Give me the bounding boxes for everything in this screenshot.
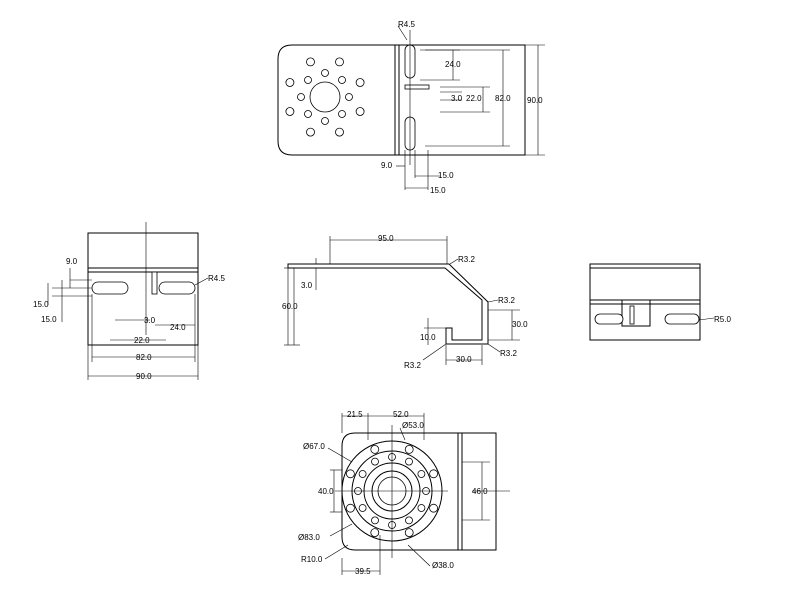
mounting-holes	[285, 57, 365, 137]
mounting-hole	[429, 469, 439, 479]
front-right-slot	[158, 281, 196, 295]
dim-top-3: 3.0	[451, 94, 463, 103]
dim-section-r32d: R3.2	[500, 349, 517, 358]
center-hole	[309, 81, 341, 113]
dim-front-90: 90.0	[136, 372, 152, 381]
mounting-hole	[370, 444, 380, 454]
dim-front-15b: 15.0	[41, 315, 57, 324]
side-right-slot	[664, 313, 700, 325]
bottom-view-outline	[341, 432, 497, 551]
top-view: R4.5 24.0 3.0 22.0 82.0 90.0 9.0 15.0 15…	[277, 20, 545, 195]
mounting-hole	[304, 76, 312, 84]
mounting-hole	[345, 93, 353, 101]
front-left-slot	[91, 281, 129, 295]
mounting-hole	[358, 470, 367, 478]
dim-front-9: 9.0	[66, 257, 78, 266]
dim-bottom-52: 52.0	[393, 410, 409, 419]
dim-top-r45: R4.5	[398, 20, 415, 29]
dim-top-24: 24.0	[445, 60, 461, 69]
mounting-hole	[285, 107, 295, 116]
mounting-hole	[345, 469, 355, 479]
mounting-hole	[335, 57, 344, 67]
mounting-hole	[355, 78, 365, 87]
mounting-hole	[405, 516, 413, 525]
dim-side-r5: R5.0	[714, 315, 731, 324]
dim-section-10: 10.0	[420, 333, 436, 342]
dim-top-90: 90.0	[527, 96, 543, 105]
dim-top-15b: 15.0	[430, 186, 446, 195]
dim-bottom-d38: Ø38.0	[432, 561, 454, 570]
side-view-outline	[589, 263, 701, 341]
dim-section-30b: 30.0	[456, 355, 472, 364]
dim-section-30a: 30.0	[512, 320, 528, 329]
dim-section-3: 3.0	[301, 281, 313, 290]
dim-bottom-d53: Ø53.0	[402, 421, 424, 430]
dim-front-15a: 15.0	[33, 300, 49, 309]
mounting-hole	[338, 76, 346, 84]
dim-front-24: 24.0	[170, 323, 186, 332]
dim-section-r32c: R3.2	[404, 361, 421, 370]
mounting-hole	[297, 93, 305, 101]
dim-top-22: 22.0	[466, 94, 482, 103]
mounting-hole	[404, 444, 414, 454]
mounting-hole	[306, 127, 315, 137]
mounting-hole	[405, 457, 413, 466]
center-slot	[404, 84, 430, 90]
dim-bottom-46: 46.0	[472, 487, 488, 496]
mounting-hole	[338, 110, 346, 118]
dim-bottom-40: 40.0	[318, 487, 334, 496]
front-view-outline	[87, 232, 199, 346]
mounting-hole	[417, 504, 426, 512]
dim-bottom-d67: Ø67.0	[303, 442, 325, 451]
front-center-slot	[151, 271, 158, 295]
top-view-outline	[277, 44, 526, 156]
mounting-hole	[417, 470, 426, 478]
dim-front-r45: R4.5	[208, 274, 225, 283]
mounting-hole	[304, 110, 312, 118]
front-view: 9.0 R4.5 15.0 15.0 3.0 24.0 22.0 82.0 90…	[33, 222, 225, 381]
mounting-hole	[345, 503, 355, 513]
mounting-hole	[285, 78, 295, 87]
dim-section-95: 95.0	[378, 234, 394, 243]
mounting-hole	[429, 503, 439, 513]
mounting-hole	[321, 69, 329, 77]
bottom-view: 21.5 52.0 Ø53.0 Ø67.0 40.0 46.0 Ø83.0 R1…	[298, 410, 510, 576]
mounting-hole	[306, 57, 315, 67]
dim-section-60: 60.0	[282, 302, 298, 311]
side-center-slot	[629, 305, 635, 325]
bottom-mounting-holes	[345, 444, 439, 537]
dim-top-82: 82.0	[495, 94, 511, 103]
dim-bottom-395: 39.5	[355, 567, 371, 576]
dim-bottom-215: 21.5	[347, 410, 363, 419]
dim-bottom-r10: R10.0	[301, 555, 323, 564]
dim-bottom-d83: Ø83.0	[298, 533, 320, 542]
dim-top-15a: 15.0	[438, 171, 454, 180]
dim-section-r32a: R3.2	[458, 255, 475, 264]
mounting-hole	[355, 107, 365, 116]
dim-front-22: 22.0	[134, 336, 150, 345]
section-view: 95.0 R3.2 3.0 R3.2 60.0 30.0 10.0 R3.2 3…	[282, 234, 528, 370]
dim-section-r32b: R3.2	[498, 296, 515, 305]
side-view: R5.0	[589, 263, 731, 341]
mounting-hole	[371, 457, 379, 466]
dim-front-3: 3.0	[144, 316, 156, 325]
mounting-hole	[404, 528, 414, 537]
mounting-hole	[370, 528, 380, 537]
mounting-hole	[321, 117, 329, 125]
side-center-block	[621, 299, 651, 327]
mounting-hole	[358, 504, 367, 512]
mounting-hole	[335, 127, 344, 137]
dim-top-9: 9.0	[381, 161, 393, 170]
dim-front-82: 82.0	[136, 353, 152, 362]
side-left-slot	[594, 313, 624, 325]
section-profile	[287, 263, 489, 345]
mounting-hole	[371, 516, 379, 525]
